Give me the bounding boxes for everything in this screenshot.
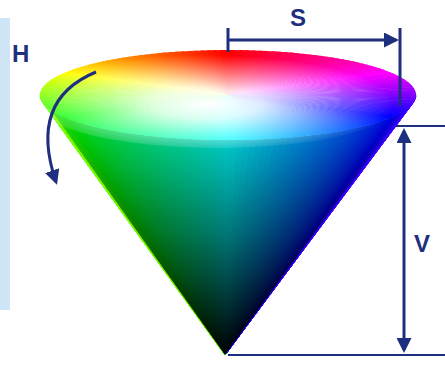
hue-arrow xyxy=(48,72,96,182)
axis-marks xyxy=(48,28,445,355)
axis-label: H xyxy=(12,42,29,66)
saturation-arrow xyxy=(228,39,396,42)
side-strip xyxy=(0,18,10,310)
value-tick xyxy=(228,354,445,356)
saturation-tick xyxy=(399,28,402,106)
axis-label: S xyxy=(290,6,306,30)
axis-label: V xyxy=(414,232,430,256)
value-tick xyxy=(396,125,445,127)
white-center xyxy=(30,50,406,148)
cone-top xyxy=(30,50,416,148)
value-arrow xyxy=(403,131,406,350)
